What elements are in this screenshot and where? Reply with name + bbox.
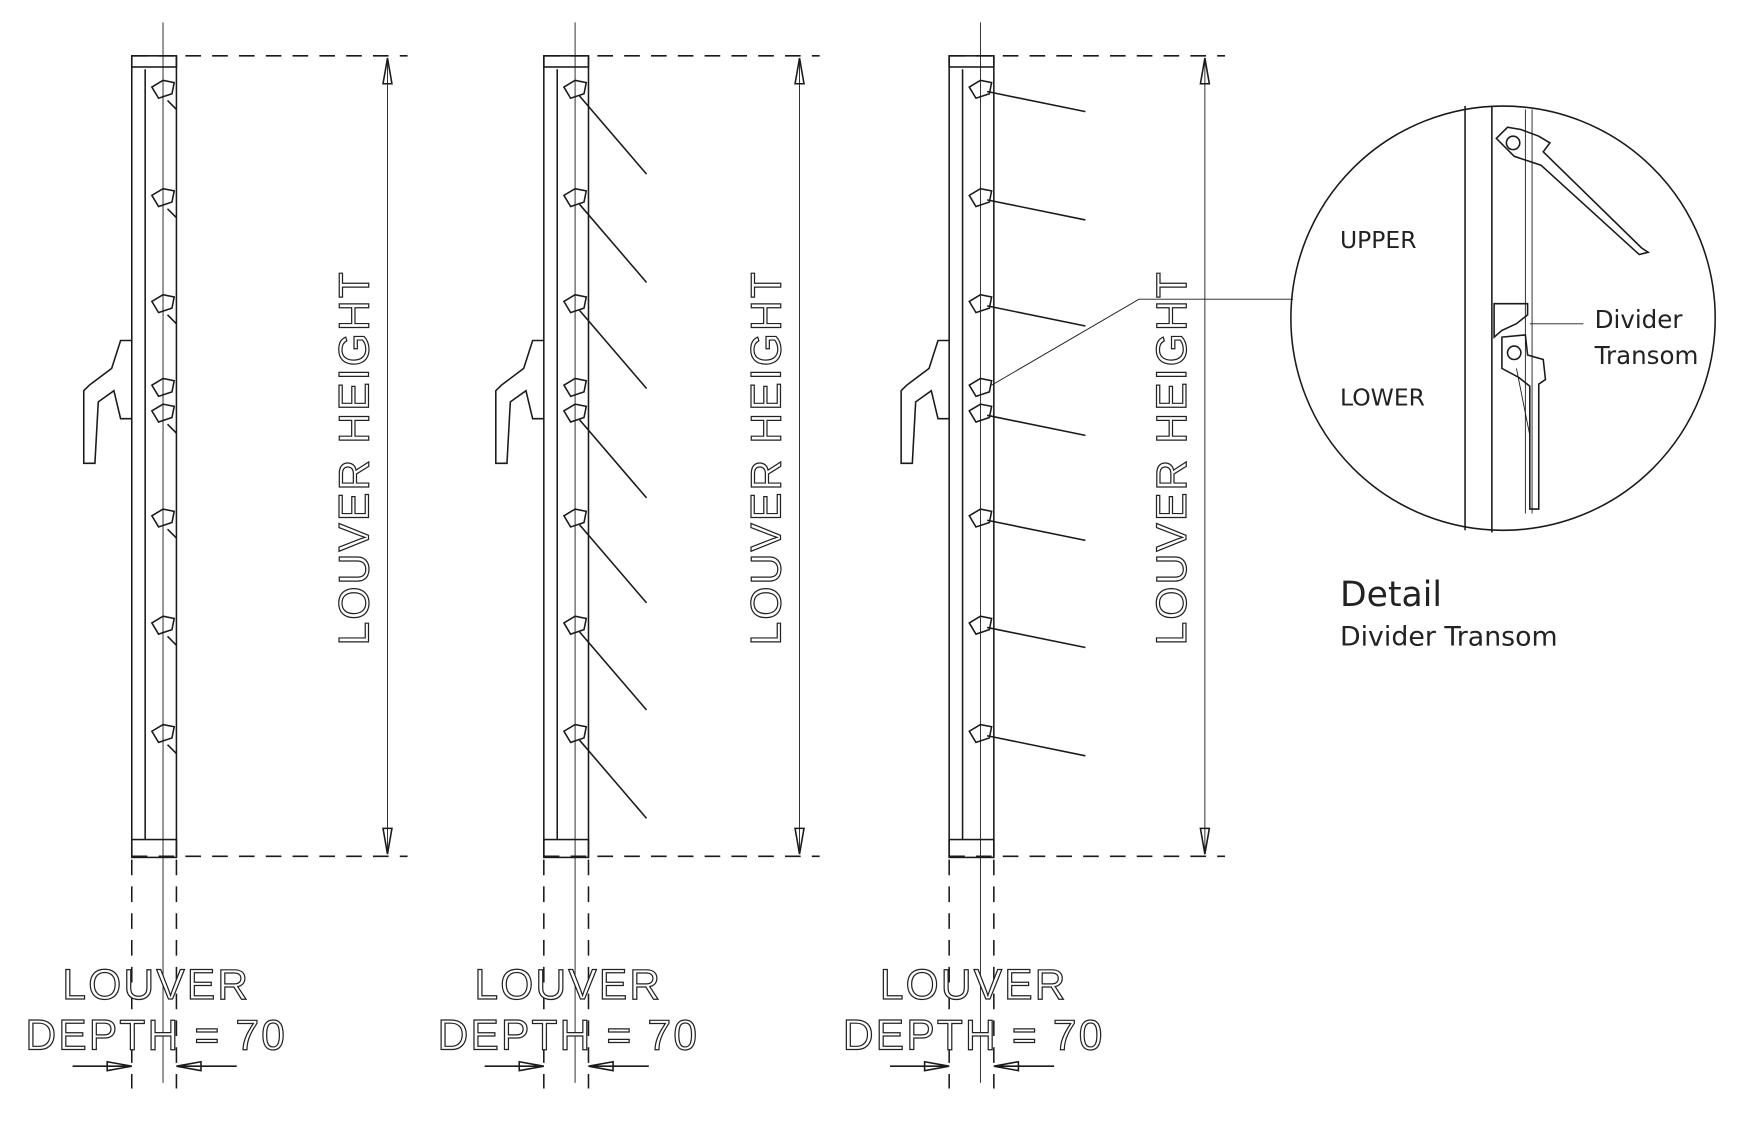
louver-blade: [986, 199, 1086, 221]
arrow-left-icon: [993, 1060, 1055, 1072]
arrow-right-icon: [72, 1060, 132, 1072]
arrow-down-icon: [1199, 827, 1211, 855]
divider-transom: [562, 377, 588, 398]
divider-transom-profile: [1493, 302, 1529, 339]
louver-clip: [150, 187, 176, 208]
louver-clip: [968, 293, 993, 314]
bottom-sill: [948, 838, 995, 859]
louver-clip: [150, 615, 176, 636]
bottom-sill: [130, 838, 178, 859]
louver-blade: [986, 305, 1086, 327]
arrow-left-icon: [588, 1060, 649, 1072]
louver-clip: [968, 79, 993, 100]
louver-blade: [986, 90, 1086, 113]
louver-clip: [968, 508, 993, 528]
louver-blade: [166, 423, 177, 434]
detail-leader-line: [991, 298, 1294, 386]
louver-depth-value: DEPTH = 70: [438, 1011, 700, 1058]
top-sill: [948, 55, 995, 68]
louver-height-label: LOUVER HEIGHT: [330, 270, 377, 645]
louver-blade: [166, 208, 177, 219]
louver-clip: [968, 403, 993, 423]
louver-blade: [578, 524, 648, 604]
louver-clip: [150, 79, 176, 100]
arrow-down-icon: [382, 827, 393, 855]
louver-blade: [986, 734, 1086, 757]
louver-clip: [562, 508, 588, 528]
divider-transom: [150, 377, 176, 398]
louver-height-label: LOUVER HEIGHT: [1148, 270, 1195, 645]
detail-circle: [1290, 105, 1716, 532]
handle-icon: [495, 339, 544, 465]
louver-depth-label: LOUVER: [474, 961, 662, 1008]
louver-blade: [578, 203, 648, 283]
louver-clip: [968, 187, 993, 208]
arrow-right-icon: [484, 1060, 544, 1072]
louver-blade: [578, 95, 648, 175]
louver-blade: [578, 419, 648, 499]
lower-label: LOWER: [1340, 383, 1425, 411]
louver-clip: [562, 187, 588, 208]
louver-clip: [562, 723, 588, 744]
top-sill: [130, 55, 178, 68]
louver-clip: [562, 615, 588, 636]
louver-blade: [166, 744, 177, 755]
louver-clip: [968, 615, 993, 636]
arrow-right-icon: [889, 1060, 950, 1072]
callout-transom: Transom: [1594, 341, 1699, 370]
top-sill: [543, 55, 590, 68]
louver-clip: [150, 723, 176, 744]
louver-blade: [986, 414, 1086, 437]
callout-divider: Divider: [1595, 305, 1684, 334]
louver-blade: [578, 631, 648, 711]
divider-transom: [968, 377, 993, 398]
handle-icon: [900, 339, 950, 465]
louver-clip: [562, 293, 588, 314]
louver-blade: [578, 739, 648, 819]
lower-louver-blade: [1501, 334, 1547, 510]
louver-blade: [578, 309, 648, 390]
louver-blade: [986, 626, 1086, 649]
louver-clip: [150, 403, 176, 423]
louver-blade: [166, 314, 177, 325]
louver-clip: [150, 508, 176, 528]
upper-label: UPPER: [1340, 226, 1417, 254]
bottom-sill: [543, 838, 590, 859]
louver-depth-value: DEPTH = 70: [843, 1011, 1105, 1058]
louver-clip: [150, 293, 176, 314]
detail-title: Detail: [1340, 575, 1442, 615]
arrow-up-icon: [382, 57, 393, 85]
louver-clip: [562, 79, 588, 100]
louver-blade: [166, 99, 177, 110]
louver-depth-value: DEPTH = 70: [26, 1011, 288, 1058]
upper-louver-blade: [1495, 126, 1651, 256]
detail-subtitle: Divider Transom: [1340, 621, 1558, 652]
arrow-up-icon: [1199, 57, 1211, 85]
louver-depth-label: LOUVER: [880, 961, 1068, 1008]
louver-blade: [166, 635, 177, 646]
louver-depth-label: LOUVER: [62, 961, 250, 1008]
louver-blade: [986, 519, 1086, 542]
louver-blade: [166, 528, 177, 539]
arrow-up-icon: [794, 57, 805, 85]
louver-clip: [968, 723, 993, 744]
arrow-down-icon: [794, 827, 805, 855]
arrow-left-icon: [176, 1060, 237, 1072]
handle-icon: [82, 339, 132, 465]
louver-clip: [562, 403, 588, 423]
louver-height-label: LOUVER HEIGHT: [743, 270, 790, 645]
detail-callout: UPPER LOWER Divider Transom Detail Divid…: [1290, 105, 1716, 652]
